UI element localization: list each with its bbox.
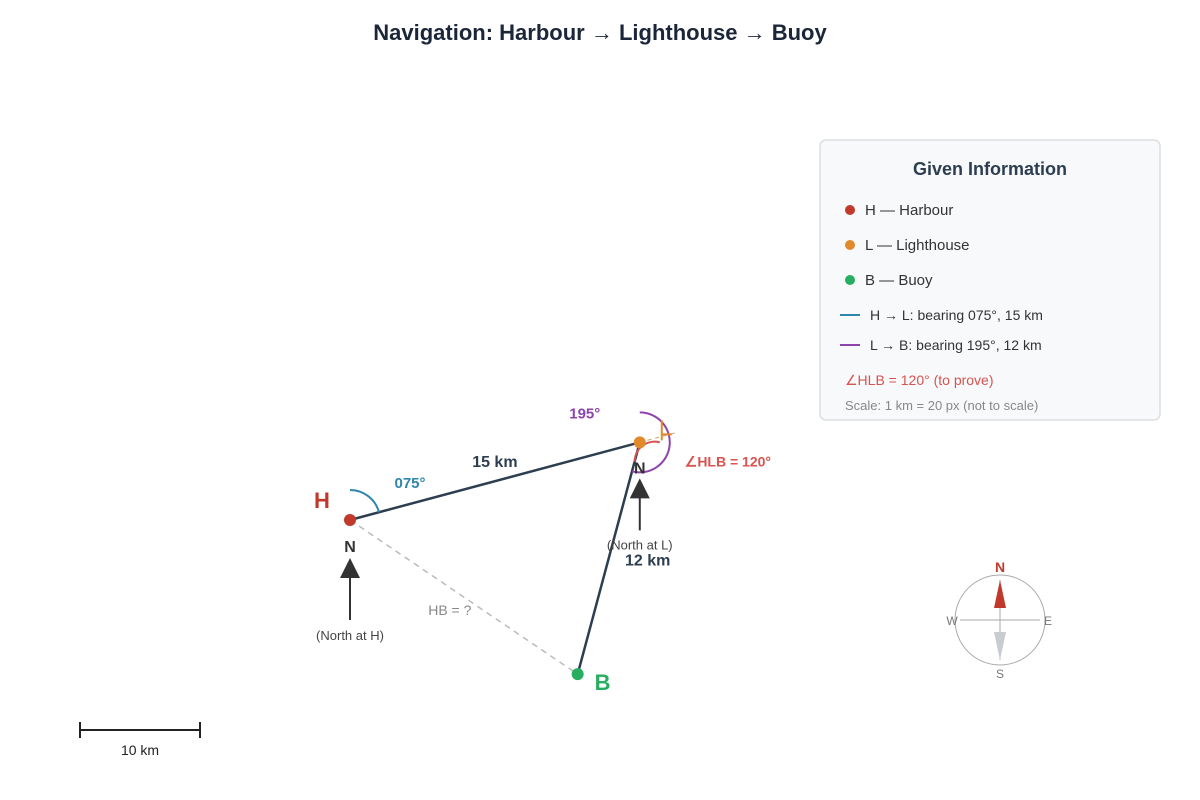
bearing-label-hl: 075° — [394, 475, 425, 492]
compass-s-label: S — [996, 667, 1004, 681]
bearing-arc-l — [631, 411, 671, 474]
point-lighthouse — [633, 436, 646, 449]
angle-hlb-label: ∠HLB = 120° — [685, 453, 771, 469]
legend-scale-note: Scale: 1 km = 20 px (not to scale) — [845, 398, 1038, 413]
segment-hb — [349, 519, 579, 675]
north-letter-l: N — [634, 460, 646, 477]
north-note-l: (North at L) — [607, 537, 673, 552]
point-buoy — [571, 668, 584, 681]
north-note-h: (North at H) — [316, 628, 384, 643]
bearing-label-lb: 195° — [569, 405, 600, 422]
bearing-arc-h — [349, 489, 380, 513]
legend-claim: ∠HLB = 120° (to prove) — [845, 372, 994, 388]
point-label-h: H — [314, 488, 330, 513]
compass-w-label: W — [946, 614, 958, 628]
diagram-title: Navigation: Harbour → Lighthouse → Buoy — [373, 20, 827, 45]
legend-panel: Given Information H — Harbour L — Lighth… — [819, 139, 1161, 421]
compass-north-needle — [994, 580, 1006, 608]
legend-lighthouse-dot — [845, 240, 855, 250]
hl-extension-line — [639, 431, 679, 443]
hb-unknown-label: HB = ? — [428, 602, 471, 618]
legend-buoy-dot — [845, 275, 855, 285]
segment-lb — [576, 442, 641, 675]
legend-hl-text: H → L: bearing 075°, 15 km — [870, 307, 1043, 323]
compass-n-label: N — [995, 559, 1005, 575]
point-harbour — [344, 514, 356, 526]
distance-label-hl: 15 km — [472, 454, 517, 471]
legend-harbour-dot — [845, 205, 855, 215]
legend-lighthouse-text: L — Lighthouse — [865, 237, 970, 254]
compass-rose: N E S W — [946, 559, 1052, 681]
legend-harbour-text: H — Harbour — [865, 202, 953, 219]
segment-hl — [349, 441, 641, 522]
point-label-b: B — [595, 670, 611, 695]
scale-bar-label: 10 km — [121, 742, 159, 758]
legend-title: Given Information — [913, 159, 1067, 179]
north-letter-h: N — [344, 539, 356, 556]
legend-lb-text: L → B: bearing 195°, 12 km — [870, 337, 1042, 353]
compass-e-label: E — [1044, 614, 1052, 628]
distance-label-lb: 12 km — [625, 552, 670, 569]
compass-south-needle — [994, 632, 1006, 660]
scale-bar: 10 km — [79, 722, 201, 758]
legend-buoy-text: B — Buoy — [865, 272, 933, 289]
